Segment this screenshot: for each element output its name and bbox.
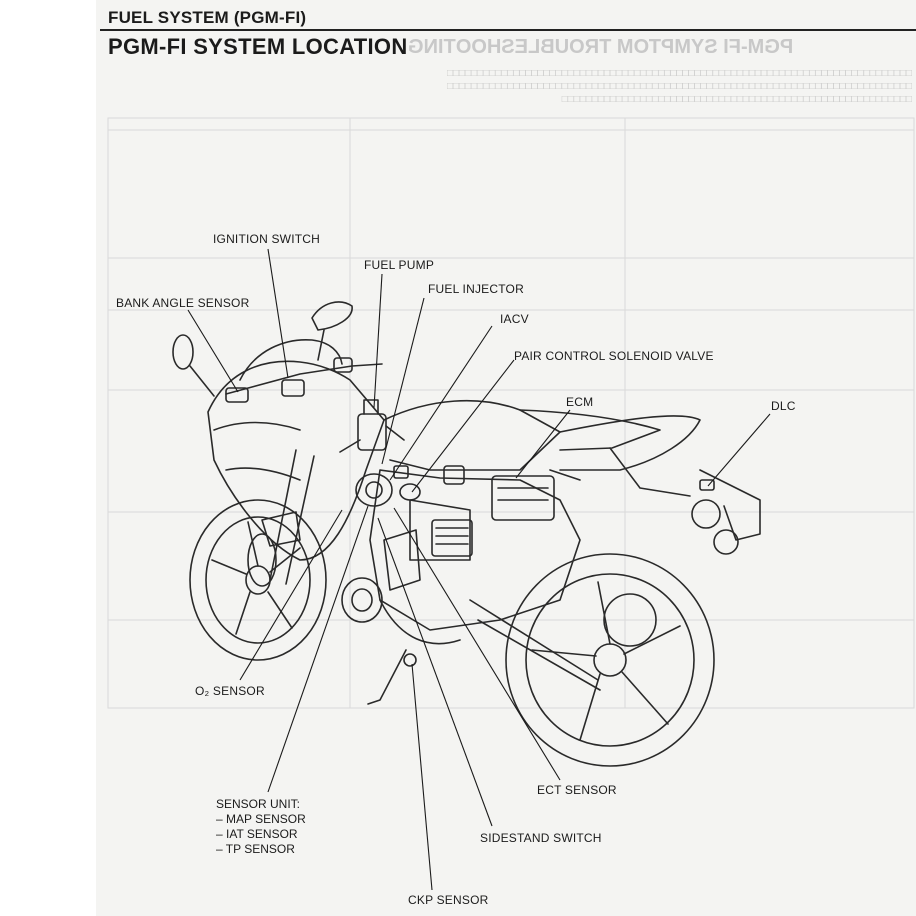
label-sidestand-switch: SIDESTAND SWITCH: [480, 831, 602, 845]
page-title: PGM-FI SYSTEM LOCATION: [108, 34, 408, 59]
front-fairing: [207, 360, 385, 561]
fuel-pump-body: [357, 413, 387, 451]
rear-tire: [505, 553, 715, 767]
label-ckp-sensor: CKP SENSOR: [408, 893, 489, 907]
section-header: FUEL SYSTEM (PGM-FI): [108, 8, 307, 27]
leader-fuel-injector: [381, 297, 425, 465]
header-rule: [100, 29, 916, 31]
leader-bank-angle-sensor: [187, 309, 239, 393]
label-pair-control-solenoid-valve: PAIR CONTROL SOLENOID VALVE: [514, 349, 714, 363]
sensor-unit-item: – MAP SENSOR: [216, 812, 306, 826]
sidestand: [367, 649, 407, 705]
leader-ignition-switch: [267, 248, 289, 379]
left-mirror: [172, 334, 194, 370]
label-iacv: IACV: [500, 312, 529, 326]
leader-ecm: [515, 409, 571, 479]
exhaust: [379, 599, 461, 645]
bleed-through-table: [107, 117, 915, 709]
leader-o2-sensor: [239, 509, 343, 681]
leader-pair-valve: [411, 359, 515, 493]
sensor-unit-item: – TP SENSOR: [216, 842, 295, 856]
label-bank-angle-sensor: BANK ANGLE SENSOR: [116, 296, 250, 310]
ecm-unit: [491, 475, 555, 521]
label-ecm: ECM: [566, 395, 594, 409]
leader-fuel-pump: [373, 273, 383, 409]
seat: [519, 409, 661, 451]
tail-cowl: [559, 415, 701, 471]
rear-rim: [525, 573, 695, 747]
label-dlc: DLC: [771, 399, 796, 413]
sensor-unit-item: – IAT SENSOR: [216, 827, 298, 841]
leader-ect-sensor: [393, 507, 561, 781]
leader-sensor-unit: [267, 505, 369, 793]
handlebars: [225, 363, 383, 395]
label-fuel-pump: FUEL PUMP: [364, 258, 435, 272]
swingarm: [469, 599, 601, 691]
pair-valve: [443, 465, 465, 485]
label-o2-sensor: O₂ SENSOR: [195, 684, 265, 698]
radiator: [431, 519, 473, 557]
label-ect-sensor: ECT SENSOR: [537, 783, 617, 797]
label-fuel-injector: FUEL INJECTOR: [428, 282, 524, 296]
leader-ckp-sensor: [411, 663, 433, 891]
frame: [369, 469, 581, 631]
label-ignition-switch: IGNITION SWITCH: [213, 232, 320, 246]
windscreen: [239, 339, 343, 381]
label-sensor-unit: SENSOR UNIT: – MAP SENSOR – IAT SENSOR –…: [216, 797, 306, 857]
rear-fender: [699, 469, 761, 541]
front-brake-disc: [247, 533, 277, 587]
right-mirror: [311, 301, 353, 331]
dlc-connector: [699, 479, 715, 491]
rear-brake-disc: [603, 593, 657, 647]
leader-sidestand-switch: [377, 517, 493, 827]
front-tire: [189, 499, 327, 661]
leader-iacv: [389, 325, 493, 481]
leader-dlc: [707, 413, 771, 487]
sensor-unit-title: SENSOR UNIT:: [216, 797, 301, 811]
front-rim: [205, 516, 311, 644]
manual-page: [96, 0, 916, 916]
throttle-body: [355, 473, 393, 507]
ckp-cover: [341, 577, 383, 623]
